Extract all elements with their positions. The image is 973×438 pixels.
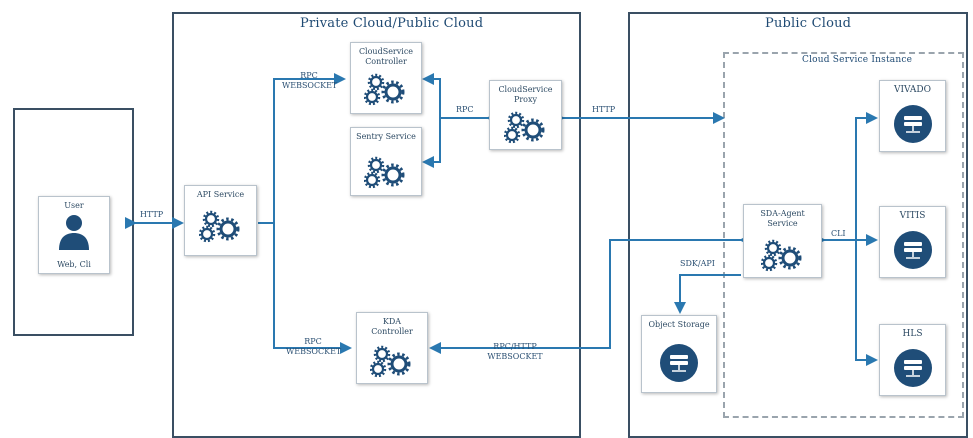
- vitis-node: VITIS: [879, 206, 946, 278]
- edge-label-proxy-rpc: RPC: [456, 105, 474, 114]
- edge-label-api-kda: RPC WEBSOCKET: [286, 337, 342, 356]
- edge-proxy-sentry: [422, 118, 441, 168]
- edge-agent-storage: [674, 274, 741, 314]
- cloudservice-controller-label: CloudService Controller: [358, 47, 414, 66]
- edge-api-bus: [258, 73, 346, 224]
- server-icon: [893, 231, 932, 269]
- vitis-label: VITIS: [899, 211, 926, 221]
- sda-agent-service-label: SDA-Agent Service: [760, 209, 805, 228]
- gear-icon: [760, 239, 801, 272]
- edge-tools-hls: [855, 240, 878, 366]
- user-node: User Web, Cli: [38, 196, 110, 274]
- object-storage-node: Object Storage: [641, 315, 717, 393]
- edge-label-kda-agent: RPC/HTTP WEBSOCKET: [487, 342, 543, 361]
- kda-controller-label: KDA Controller: [371, 317, 413, 336]
- cloud-service-instance-title: Cloud Service Instance: [802, 55, 913, 65]
- edge-label-agent-tools: CLI: [831, 229, 846, 238]
- hls-label: HLS: [902, 329, 923, 339]
- server-icon: [660, 344, 698, 382]
- vivado-node: VIVADO: [879, 80, 946, 152]
- private-cloud-title: Private Cloud/Public Cloud: [300, 16, 484, 31]
- sentry-service-node: Sentry Service: [350, 127, 422, 196]
- gear-icon: [364, 73, 405, 106]
- server-icon: [893, 349, 932, 387]
- edge-proxy-controller: [422, 73, 498, 124]
- edge-label-proxy-instance: HTTP: [592, 105, 616, 114]
- gear-icon: [198, 210, 239, 243]
- vivado-label: VIVADO: [893, 85, 932, 95]
- sda-agent-service-node: SDA-Agent Service: [743, 204, 822, 278]
- gear-icon: [370, 345, 411, 378]
- object-storage-label: Object Storage: [648, 320, 710, 329]
- edge-tools-vivado: [855, 112, 878, 240]
- user-label: User: [64, 201, 84, 210]
- hls-node: HLS: [879, 324, 946, 396]
- kda-controller-node: KDA Controller: [356, 312, 428, 384]
- server-icon: [893, 105, 932, 143]
- cloudservice-controller-node: CloudService Controller: [350, 42, 422, 114]
- api-service-node: API Service: [184, 185, 257, 256]
- edge-label-api-controller: RPC WEBSOCKET: [282, 71, 338, 90]
- gear-icon: [364, 156, 405, 189]
- gear-icon: [503, 111, 544, 144]
- public-cloud-title: Public Cloud: [765, 16, 852, 31]
- edge-label-user-api: HTTP: [140, 210, 164, 219]
- api-service-label: API Service: [196, 190, 245, 199]
- sentry-service-label: Sentry Service: [356, 132, 416, 141]
- user-icon: [59, 215, 89, 250]
- cloudservice-proxy-label: CloudService Proxy: [498, 85, 553, 104]
- cloudservice-proxy-node: CloudService Proxy: [489, 80, 562, 150]
- edge-api-kda: [273, 223, 352, 354]
- user-sublabel: Web, Cli: [57, 260, 91, 269]
- edge-label-agent-storage: SDK/API: [680, 259, 715, 268]
- edge-kda-agent: [429, 234, 751, 354]
